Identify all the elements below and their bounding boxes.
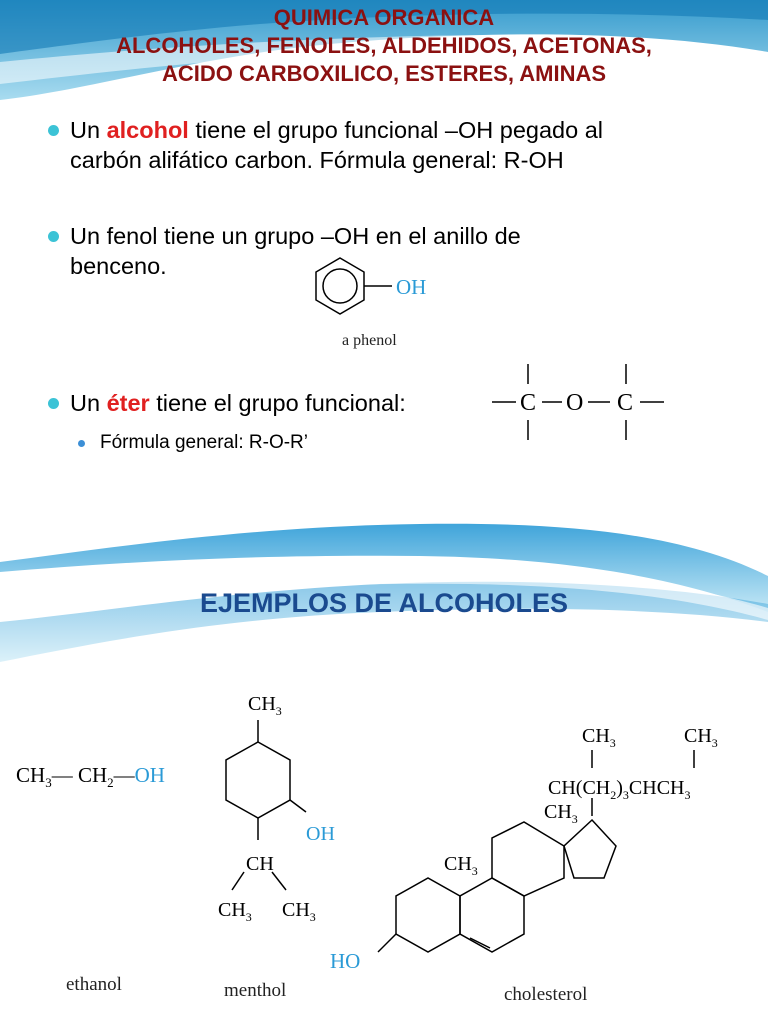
bullet-ether: Un éter tiene el grupo funcional:: [48, 388, 406, 418]
menthol-ch3-right: CH3: [282, 899, 316, 924]
bullet-text-line2: benceno.: [70, 253, 167, 279]
cholesterol-ch3-b: CH3: [684, 725, 718, 750]
bullet-text: tiene el grupo funcional –OH pegado al: [188, 117, 603, 143]
phenol-structure: OH a phenol: [315, 257, 426, 349]
ethanol-caption: ethanol: [66, 974, 122, 995]
cholesterol-ch3-a: CH3: [582, 725, 616, 750]
bullet-text: Un: [70, 117, 107, 143]
menthol-ch: CH: [246, 853, 274, 875]
bullet-text: tiene el grupo funcional:: [149, 390, 406, 416]
bullet-dot: [48, 231, 59, 242]
cholesterol-structure: CH3 CH3 CH(CH2)3CHCH3 CH3 CH3 HO cholest…: [330, 725, 718, 1005]
menthol-ch3-left: CH3: [218, 899, 252, 924]
slide-title: EJEMPLOS DE ALCOHOLES: [199, 588, 569, 618]
cholesterol-ch3-c: CH3: [544, 801, 578, 826]
cholesterol-side-chain: CH(CH2)3CHCH3: [548, 777, 690, 802]
sub-bullet-dot: [78, 440, 85, 447]
ethanol-structure: CH3— CH2—OH ethanol: [16, 763, 165, 995]
ether-atom-c: C: [617, 390, 633, 416]
cholesterol-ch3-d: CH3: [444, 853, 478, 878]
sub-bullet-formula: Fórmula general: R-O-R’: [78, 432, 308, 454]
menthol-caption: menthol: [224, 980, 286, 1001]
bullet-text: Un: [70, 390, 107, 416]
slide-1: QUIMICA ORGANICA ALCOHOLES, FENOLES, ALD…: [0, 0, 768, 454]
keyword-alcohol: alcohol: [106, 117, 189, 143]
sub-bullet-text: Fórmula general: R-O-R’: [100, 432, 308, 453]
bullet-alcohol: Un alcohol tiene el grupo funcional –OH …: [48, 115, 603, 175]
keyword-eter: éter: [106, 390, 150, 416]
slide-title: QUIMICA ORGANICA ALCOHOLES, FENOLES, ALD…: [0, 4, 768, 88]
menthol-ch3-top: CH3: [248, 693, 282, 718]
ether-atom-c: C: [520, 390, 536, 416]
header-wave-decoration: [0, 0, 768, 100]
phenol-caption: a phenol: [342, 332, 397, 349]
ether-structure: C O C: [492, 364, 664, 440]
header-wave-decoration: [0, 523, 768, 662]
title-line: ALCOHOLES, FENOLES, ALDEHIDOS, ACETONAS,: [116, 33, 652, 58]
phenol-oh-label: OH: [396, 275, 426, 299]
bullet-phenol: Un fenol tiene un grupo –OH en el anillo…: [48, 221, 521, 281]
bullet-text: Un fenol tiene un grupo –OH en el anillo…: [70, 223, 521, 249]
bullet-dot: [48, 125, 59, 136]
cholesterol-ho-label: HO: [330, 949, 360, 973]
cholesterol-caption: cholesterol: [504, 984, 587, 1005]
title-line: QUIMICA ORGANICA: [273, 5, 495, 30]
menthol-structure: CH3 OH CH CH3 CH3 menthol: [218, 693, 335, 1001]
ethanol-formula: CH3— CH2—OH: [16, 763, 165, 790]
slide-2: EJEMPLOS DE ALCOHOLES CH3— CH2—OH ethano…: [0, 512, 768, 1024]
bullet-dot: [48, 398, 59, 409]
ether-atom-o: O: [566, 390, 583, 416]
menthol-oh-label: OH: [306, 823, 335, 845]
bullet-text-line2: carbón alifático carbon. Fórmula general…: [70, 147, 564, 173]
title-line: ACIDO CARBOXILICO, ESTERES, AMINAS: [161, 61, 607, 86]
